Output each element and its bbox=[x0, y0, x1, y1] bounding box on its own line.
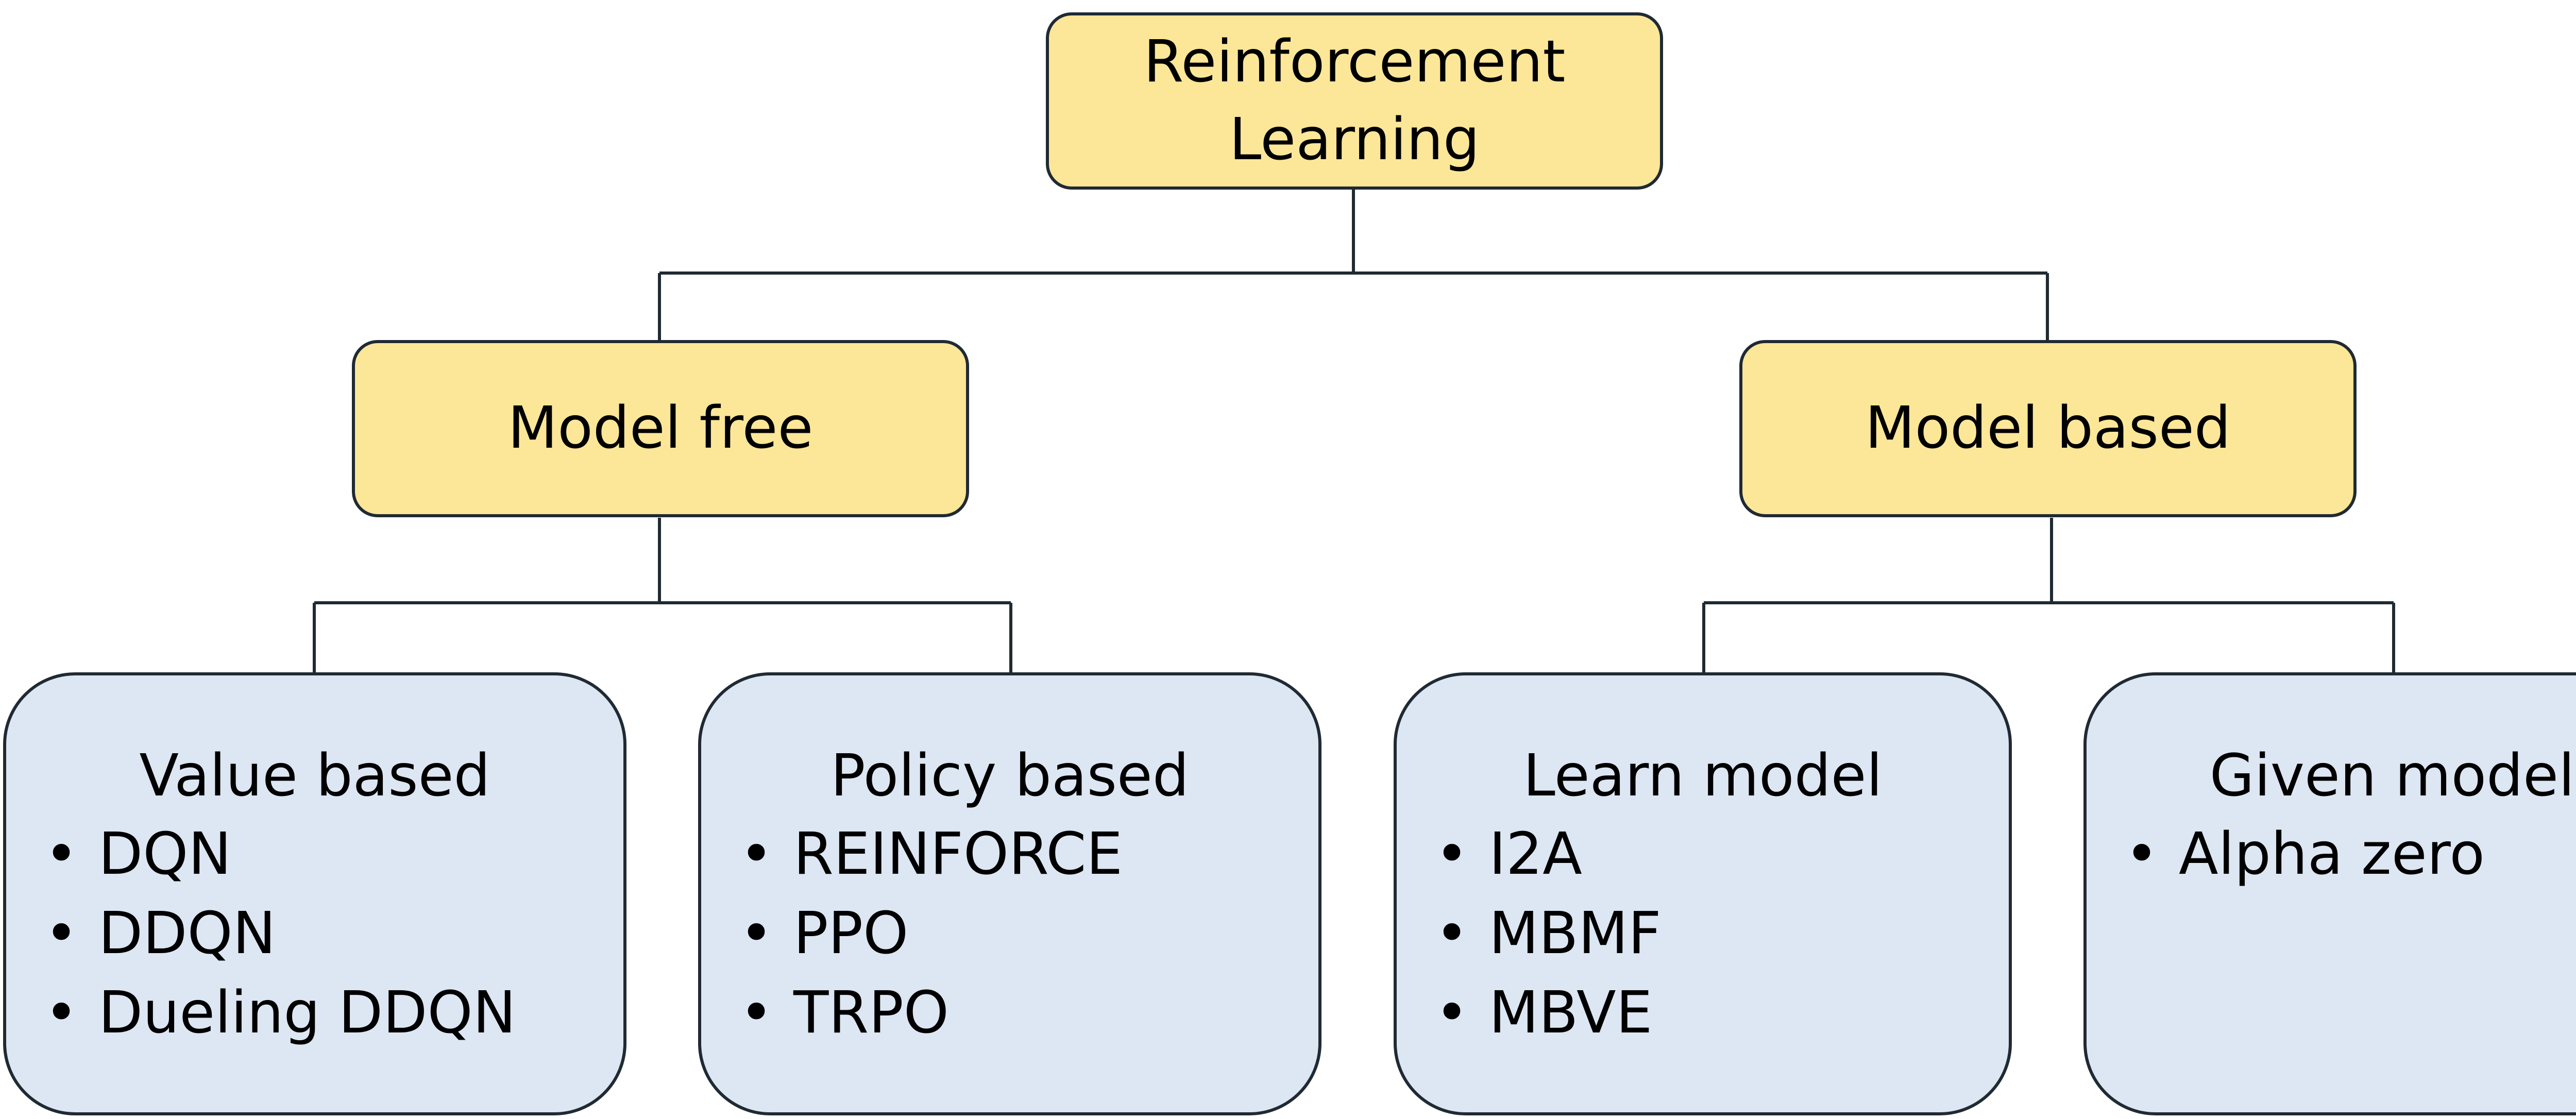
group-learn-model: Learn model • I2A • MBMF • MBVE bbox=[1394, 672, 2012, 1115]
bullet-icon: • bbox=[44, 979, 79, 1046]
bullet-icon: • bbox=[739, 979, 774, 1046]
node-label: Model based bbox=[1865, 395, 2231, 462]
list-item: • DDQN bbox=[44, 894, 623, 973]
node-label-line1: Reinforcement bbox=[1143, 28, 1566, 95]
group-item-list: • DQN • DDQN • Dueling DDQN bbox=[6, 815, 623, 1053]
list-item-label: MBMF bbox=[1489, 900, 1662, 967]
group-title: Value based bbox=[139, 742, 490, 809]
list-item: • DQN bbox=[44, 815, 623, 894]
list-item: • Alpha zero bbox=[2125, 815, 2576, 894]
list-item-label: DDQN bbox=[98, 900, 276, 967]
node-label: Model free bbox=[507, 395, 814, 462]
list-item-label: Dueling DDQN bbox=[98, 979, 516, 1046]
bullet-icon: • bbox=[1435, 979, 1469, 1046]
bullet-icon: • bbox=[739, 821, 774, 888]
list-item: • MBMF bbox=[1435, 894, 2009, 973]
group-item-list: • Alpha zero bbox=[2087, 815, 2576, 894]
bullet-icon: • bbox=[44, 821, 79, 888]
node-model-free: Model free bbox=[352, 340, 969, 517]
list-item-label: I2A bbox=[1489, 821, 1582, 888]
bullet-icon: • bbox=[44, 900, 79, 967]
list-item-label: TRPO bbox=[793, 979, 949, 1046]
list-item: • PPO bbox=[739, 894, 1318, 973]
bullet-icon: • bbox=[1435, 900, 1469, 967]
list-item-label: Alpha zero bbox=[2179, 821, 2485, 888]
node-label-line2: Learning bbox=[1229, 106, 1480, 173]
list-item: • I2A bbox=[1435, 815, 2009, 894]
list-item: • MBVE bbox=[1435, 973, 2009, 1053]
group-given-model: Given model • Alpha zero bbox=[2083, 672, 2576, 1115]
node-model-based: Model based bbox=[1739, 340, 2357, 517]
list-item-label: REINFORCE bbox=[793, 821, 1123, 888]
bullet-icon: • bbox=[1435, 821, 1469, 888]
group-title: Given model bbox=[2209, 742, 2575, 809]
node-reinforcement-learning: Reinforcement Learning bbox=[1046, 12, 1663, 190]
bullet-icon: • bbox=[2125, 821, 2159, 888]
list-item: • REINFORCE bbox=[739, 815, 1318, 894]
bullet-icon: • bbox=[739, 900, 774, 967]
group-value-based: Value based • DQN • DDQN • Dueling DDQN bbox=[3, 672, 626, 1115]
list-item-label: PPO bbox=[793, 900, 909, 967]
group-title: Policy based bbox=[831, 742, 1189, 809]
group-policy-based: Policy based • REINFORCE • PPO • TRPO bbox=[698, 672, 1321, 1115]
list-item: • Dueling DDQN bbox=[44, 973, 623, 1053]
group-item-list: • I2A • MBMF • MBVE bbox=[1397, 815, 2009, 1053]
list-item-label: MBVE bbox=[1489, 979, 1653, 1046]
list-item: • TRPO bbox=[739, 973, 1318, 1053]
group-title: Learn model bbox=[1523, 742, 1883, 809]
group-item-list: • REINFORCE • PPO • TRPO bbox=[701, 815, 1318, 1053]
list-item-label: DQN bbox=[98, 821, 232, 888]
